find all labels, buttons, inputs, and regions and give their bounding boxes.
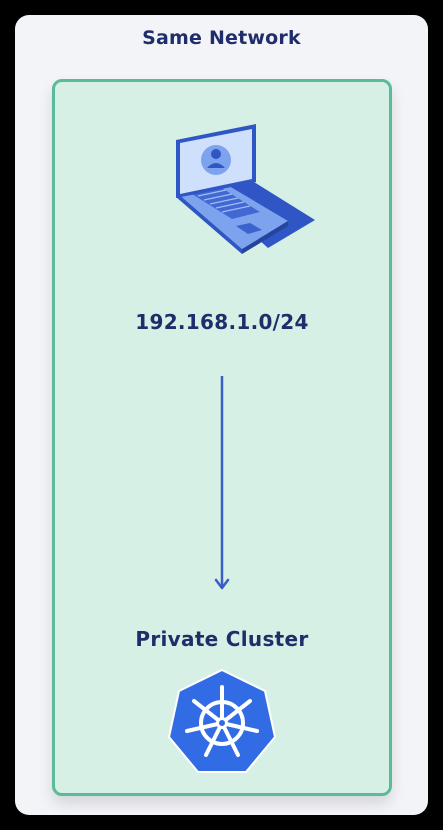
connection-arrow [214,376,230,590]
kubernetes-icon [167,668,277,773]
network-title: Same Network [142,27,301,49]
diagram-card: Same Network [15,15,428,815]
cluster-label: Private Cluster [135,627,309,651]
laptop-user-icon [176,124,315,254]
ip-range-label: 192.168.1.0/24 [135,310,309,334]
network-zone: 192.168.1.0/24 Private Cluster [52,79,392,796]
